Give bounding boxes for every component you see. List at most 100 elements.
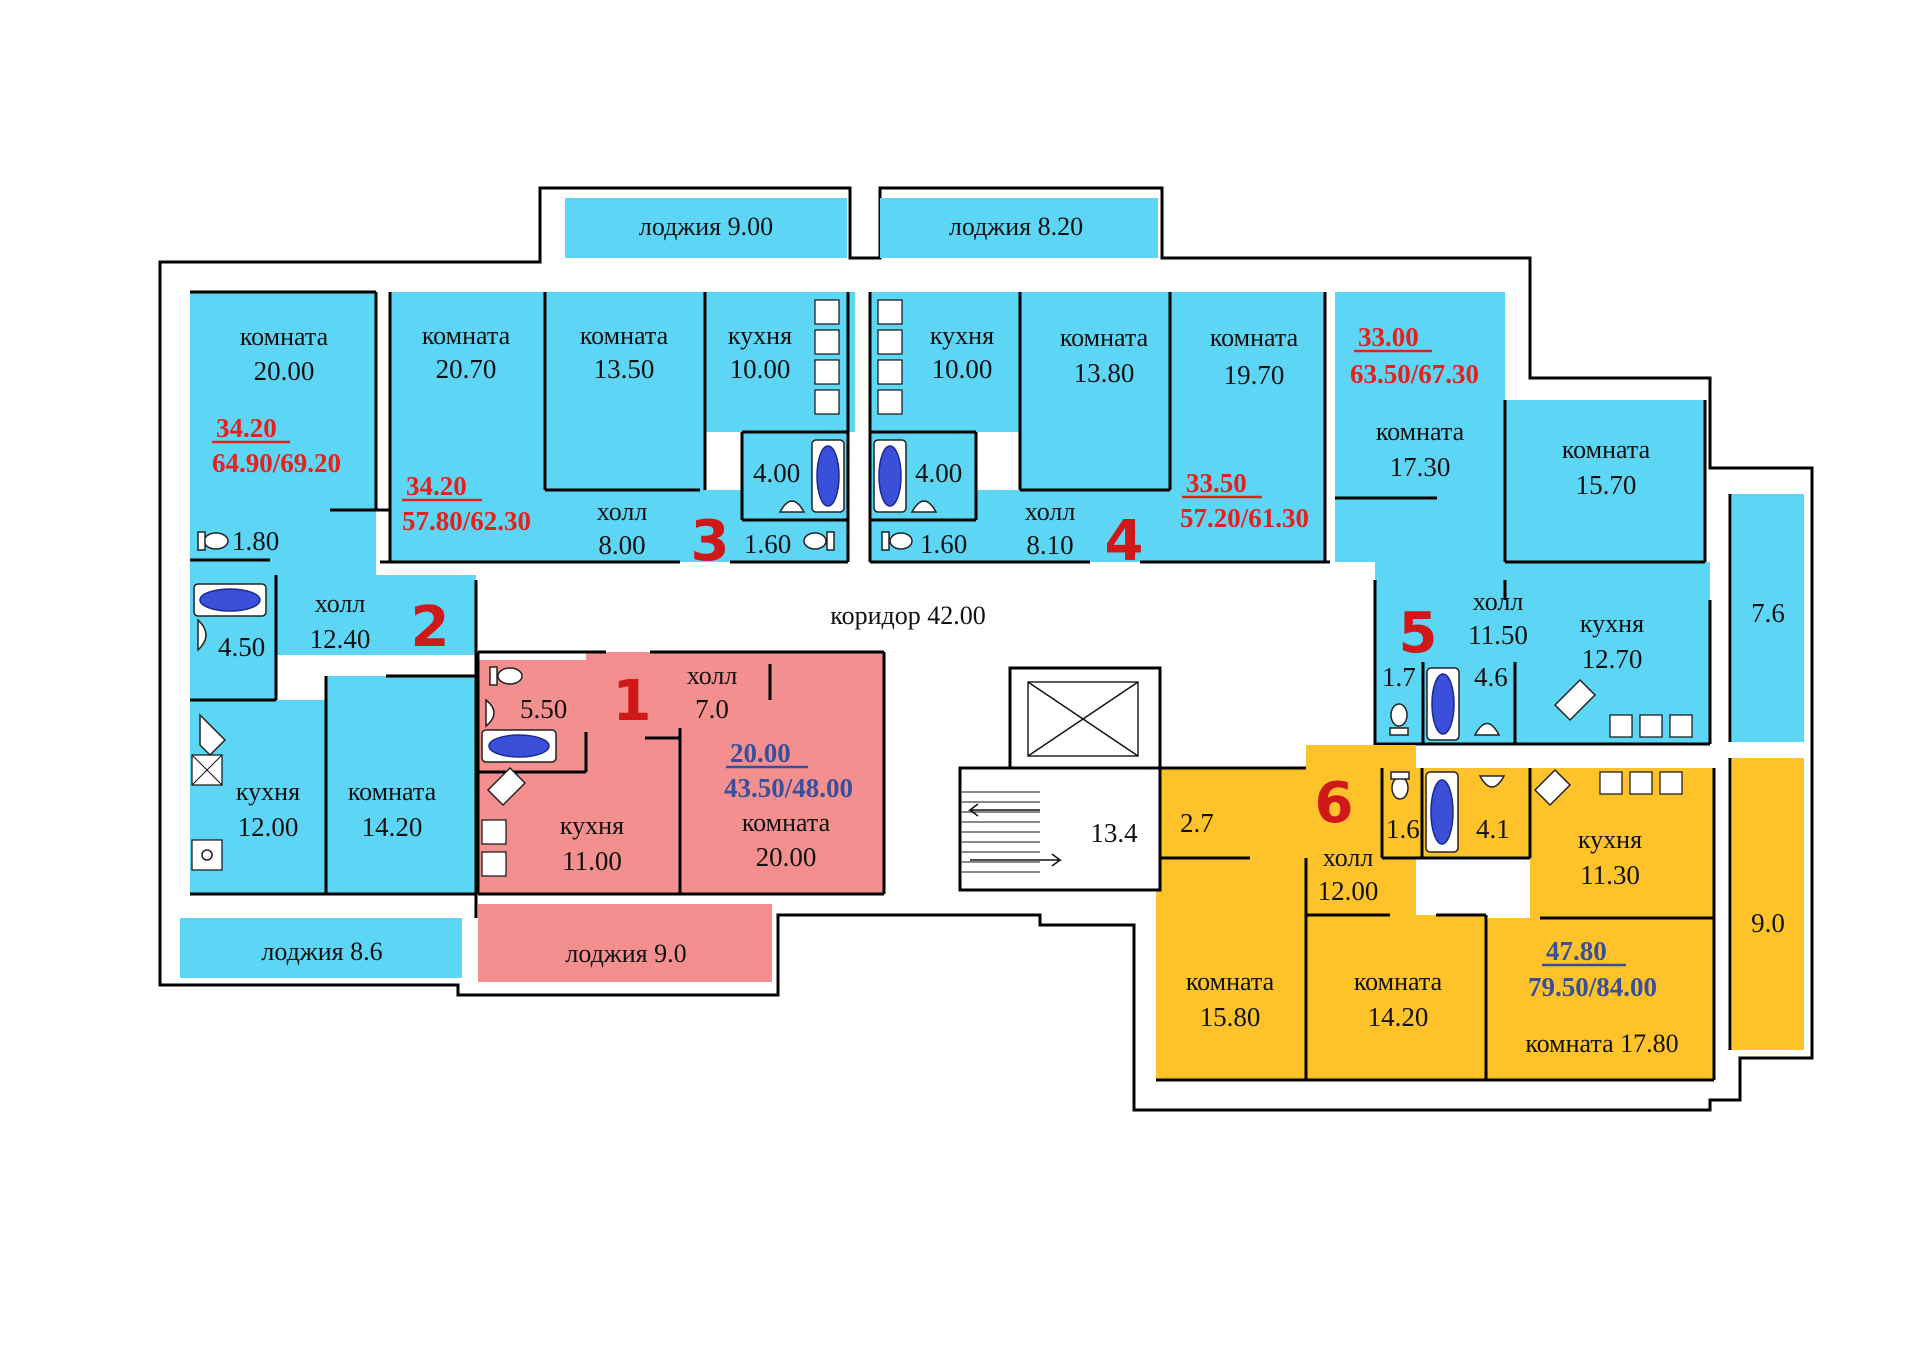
apt6-storage-area: 2.7 <box>1180 808 1214 838</box>
apt2-living-area: 34.20 <box>216 413 277 443</box>
apt2-room1 <box>190 292 376 510</box>
apt1-room-name: комната <box>742 808 831 837</box>
apt6-stove-icon <box>1533 768 1683 807</box>
apt1-total-area: 43.50/48.00 <box>724 773 853 803</box>
apt4-kitchen-name: кухня <box>930 321 994 350</box>
apt4-room1 <box>1020 292 1170 490</box>
apt4-number: 4 <box>1105 509 1144 574</box>
apartment-6 <box>1156 745 1804 1082</box>
apt2-loggia <box>180 918 462 978</box>
apt3-bath-area: 4.00 <box>753 458 800 488</box>
apt6-hall-name: холл <box>1323 843 1374 872</box>
apt2-loggia-label: лоджия 8.6 <box>261 937 382 966</box>
apt4-vent-tiles <box>877 299 903 415</box>
apt1-toilet-icon <box>489 666 523 686</box>
apt5-hall-area: 11.50 <box>1468 620 1528 650</box>
apt4-loggia-label: лоджия 8.20 <box>949 212 1083 241</box>
apt4-bath-area: 4.00 <box>915 458 962 488</box>
apt4-wc-area: 1.60 <box>920 529 967 559</box>
apt4-kitchen-area: 10.00 <box>932 354 993 384</box>
apt5-room2 <box>1505 400 1705 562</box>
apt6-total-area: 79.50/84.00 <box>1528 972 1657 1002</box>
apt3-room2-name: комната <box>580 321 669 350</box>
apt5-toilet-icon <box>1389 703 1409 736</box>
apt1-number: 1 <box>613 669 652 734</box>
apt2-kitchen-name: кухня <box>236 777 300 806</box>
apt5-bathtub-icon <box>1426 667 1460 741</box>
apt4-room2-area: 19.70 <box>1224 360 1285 390</box>
apt2-bath-area: 4.50 <box>218 632 265 662</box>
apt2-total-area: 64.90/69.20 <box>212 448 341 478</box>
apartment-3 <box>380 198 855 564</box>
apt4-room1-name: комната <box>1060 323 1149 352</box>
elevator-shaft-icon <box>1008 666 1162 770</box>
apt2-kitchen-area: 12.00 <box>238 812 299 842</box>
apt6-room3-label: комната 17.80 <box>1525 1029 1678 1058</box>
apt1-room-area: 20.00 <box>756 842 817 872</box>
apt4-hall-area: 8.10 <box>1026 530 1073 560</box>
apt5-total-area: 63.50/67.30 <box>1350 359 1479 389</box>
apt5-room2-area: 15.70 <box>1576 470 1637 500</box>
apt1-bath-area: 5.50 <box>520 694 567 724</box>
apt5-loggia-area: 7.6 <box>1751 598 1785 628</box>
apt5-bath-area: 4.6 <box>1474 662 1508 692</box>
apt6-wc-area: 1.6 <box>1386 814 1420 844</box>
apt5-room1 <box>1335 292 1505 562</box>
apt2-bathtub-icon <box>193 583 267 617</box>
apt2-room2-name: комната <box>348 777 437 806</box>
apt6-living-area: 47.80 <box>1546 936 1607 966</box>
apt5-stove-icon <box>1553 678 1693 738</box>
apt3-number: 3 <box>691 509 730 574</box>
apt1-living-area: 20.00 <box>730 738 791 768</box>
apt6-room2 <box>1306 915 1486 1080</box>
apt6-sink-icon <box>1478 775 1506 788</box>
apt4-room2 <box>1170 292 1325 562</box>
apt3-kitchen-name: кухня <box>728 321 792 350</box>
apt1-hall-name: холл <box>687 661 738 690</box>
apt6-room3 <box>1486 918 1714 1080</box>
apt3-room1 <box>390 292 545 562</box>
apt1-hall-area: 7.0 <box>695 694 729 724</box>
apt5-room2-name: комната <box>1562 435 1651 464</box>
apt3-hall-area: 8.00 <box>598 530 645 560</box>
apt3-room2 <box>545 292 705 490</box>
apt1-loggia <box>478 904 772 982</box>
apt5-kitchen-name: кухня <box>1580 609 1644 638</box>
corridor-label: коридор 42.00 <box>830 601 985 630</box>
apt2-room2 <box>326 676 476 894</box>
apt6-bath-area: 4.1 <box>1476 814 1510 844</box>
apt3-kitchen-area: 10.00 <box>730 354 791 384</box>
apt5-living-area: 33.00 <box>1358 322 1419 352</box>
apt4-living-area: 33.50 <box>1186 468 1247 498</box>
apt6-room1 <box>1156 858 1306 1080</box>
apt4-room2-name: комната <box>1210 323 1299 352</box>
apt1-stove-icon <box>481 766 527 877</box>
apt3-room1-name: комната <box>422 321 511 350</box>
apt5-room1-name: комната <box>1376 417 1465 446</box>
apartment-5 <box>1335 292 1804 746</box>
apt2-hall-name: холл <box>315 589 366 618</box>
common-areas <box>474 580 1377 892</box>
apt3-room1-area: 20.70 <box>436 354 497 384</box>
apt5-hall-name: холл <box>1473 587 1524 616</box>
apt5-sink-icon <box>1473 722 1501 736</box>
apt6-kitchen-area: 11.30 <box>1580 860 1640 890</box>
apt3-room2-area: 13.50 <box>594 354 655 384</box>
apt5-number: 5 <box>1399 601 1438 666</box>
apt5-room1-area: 17.30 <box>1390 452 1451 482</box>
apt5-kitchen-area: 12.70 <box>1582 644 1643 674</box>
apartment-2 <box>180 290 478 978</box>
apt3-bathtub-icon <box>811 439 845 513</box>
apt6-number: 6 <box>1315 771 1354 836</box>
apt2-room2-area: 14.20 <box>362 812 423 842</box>
apt4-sink-icon <box>910 500 938 513</box>
apt1-kitchen-name: кухня <box>560 811 624 840</box>
apt4-total-area: 57.20/61.30 <box>1180 503 1309 533</box>
apt6-loggia-area: 9.0 <box>1751 908 1785 938</box>
apt2-number: 2 <box>411 595 450 660</box>
apartment-1 <box>476 650 886 982</box>
apt6-room1-area: 15.80 <box>1200 1002 1261 1032</box>
apt4-bathtub-icon <box>873 439 907 513</box>
apt6-room2-area: 14.20 <box>1368 1002 1429 1032</box>
